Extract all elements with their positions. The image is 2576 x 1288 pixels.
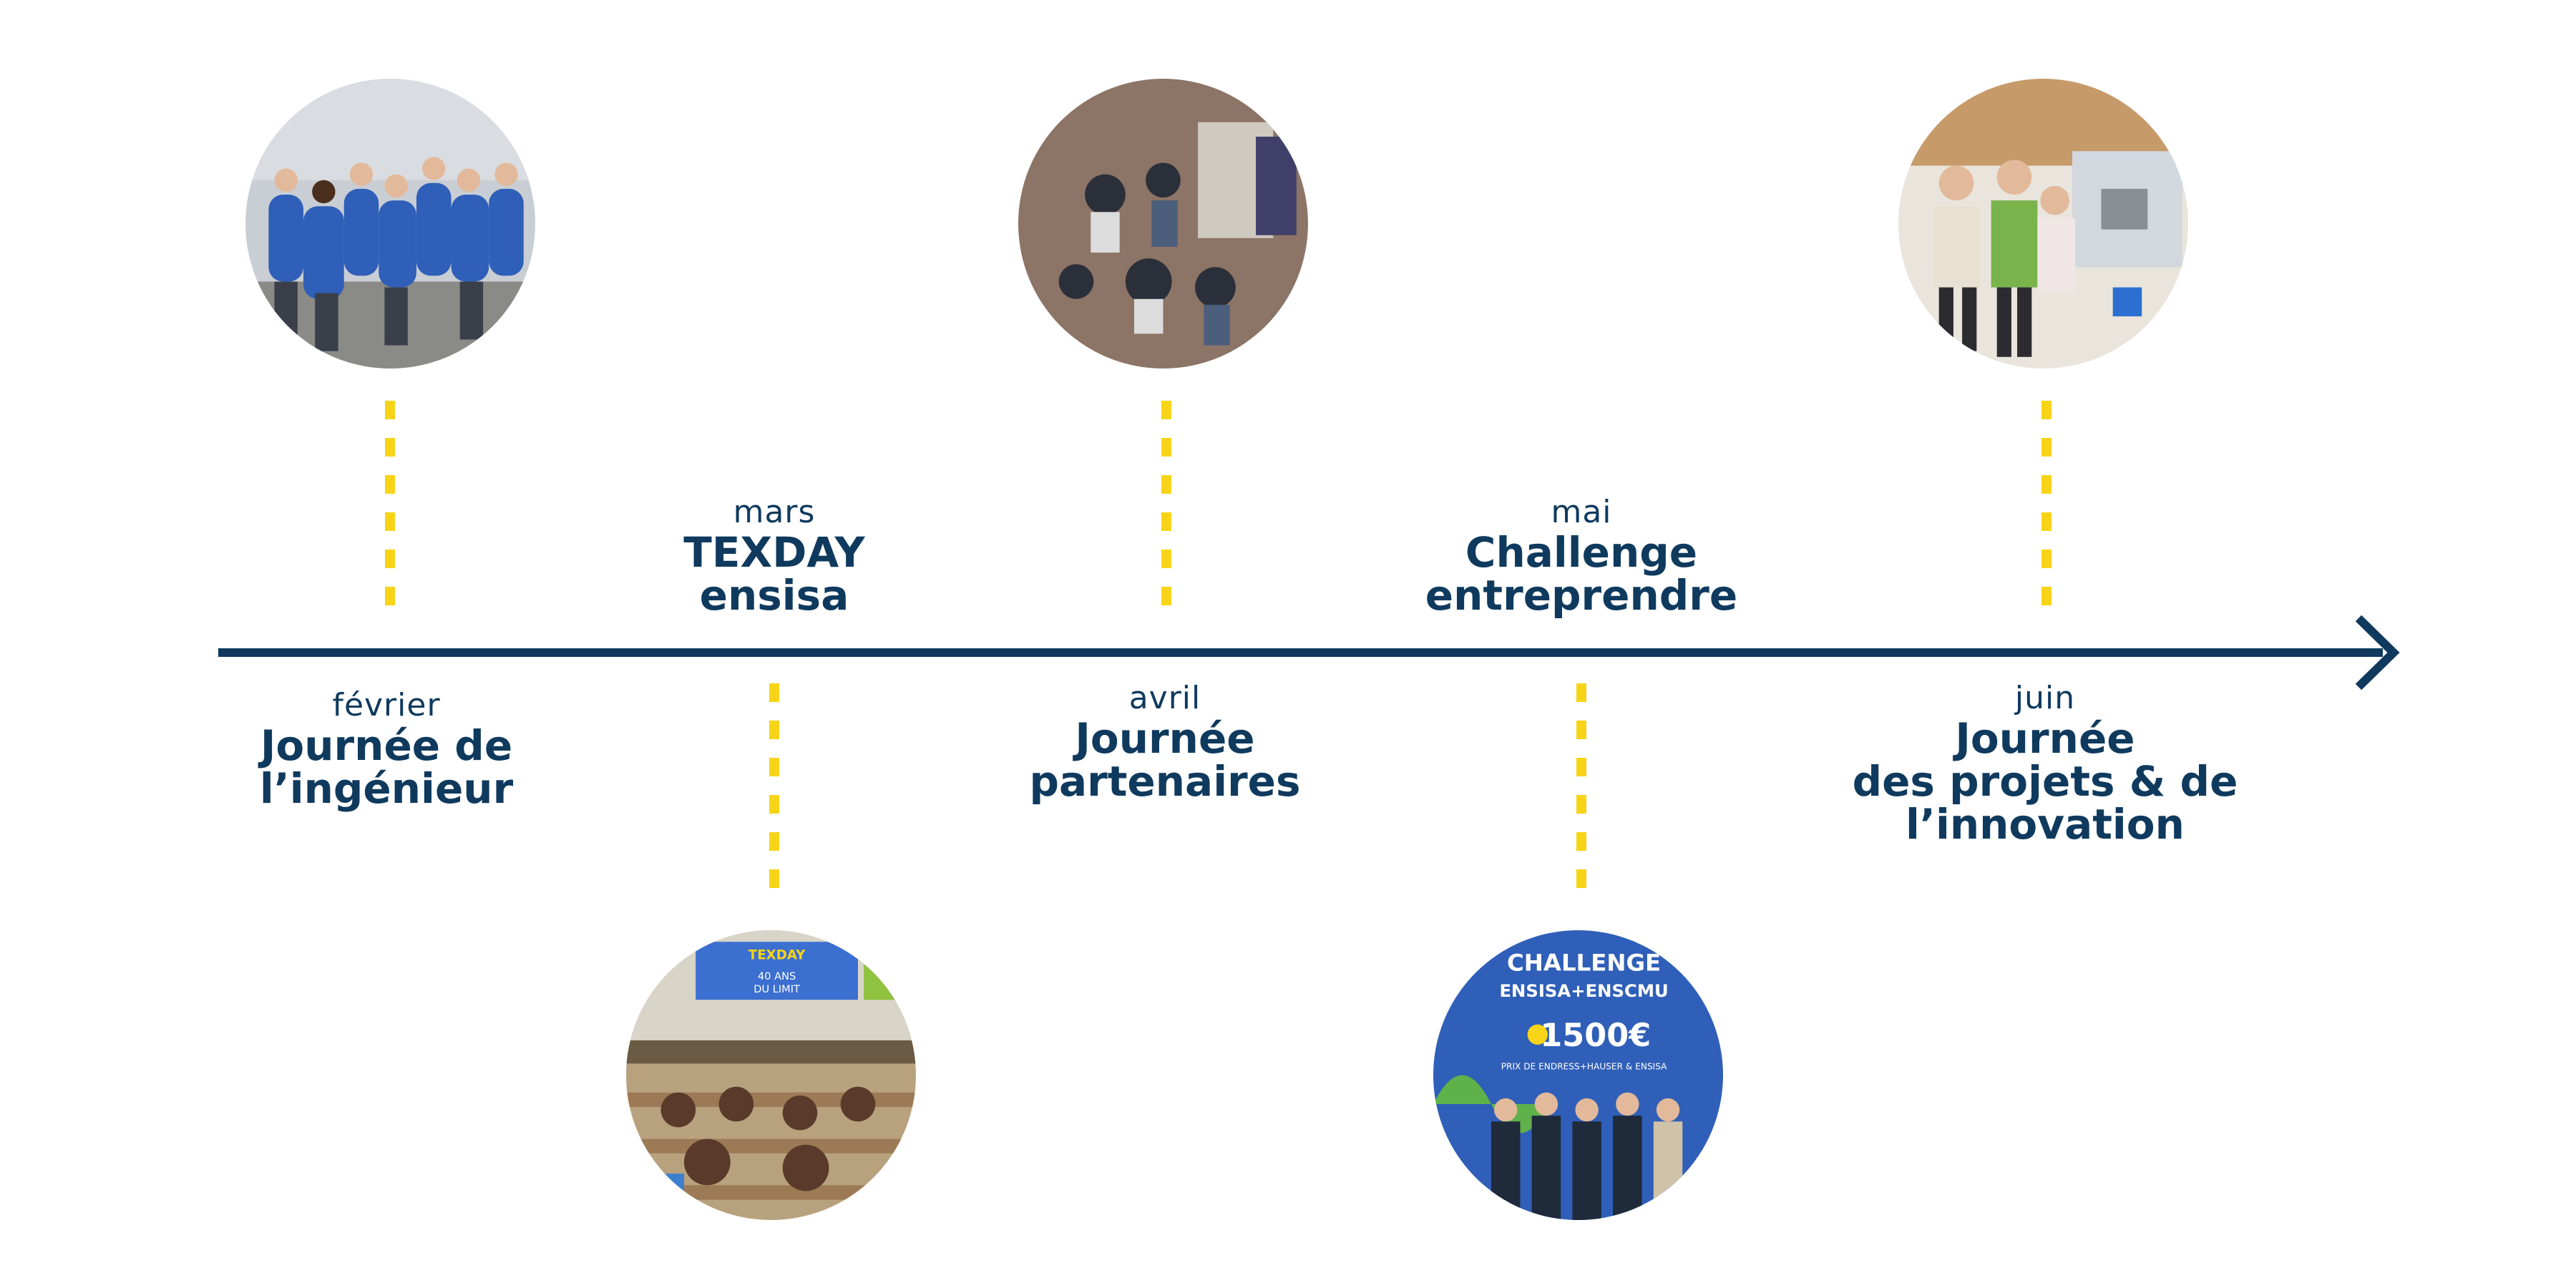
event-label-mai: mai Challenge entreprendre	[1381, 494, 1782, 617]
event-label-juin: juin Journée des projets & de l’innovati…	[1845, 680, 2245, 846]
connector-mars	[769, 683, 779, 905]
svg-text:40 ANS: 40 ANS	[758, 970, 796, 982]
event-title: Journée partenaires	[1029, 714, 1301, 806]
event-month: avril	[1128, 680, 1201, 716]
event-label-mars: mars TEXDAY ensisa	[574, 494, 975, 617]
event-title: TEXDAY ensisa	[683, 528, 865, 620]
event-title: Journée des projets & de l’innovation	[1852, 714, 2238, 849]
event-title: Journée de l’ingénieur	[259, 721, 514, 813]
connector-fevrier	[385, 401, 395, 623]
trophy-icon	[1527, 1024, 1548, 1045]
challenge-award-photo: CHALLENGE ENSISA+ENSCMU 1500€ PRIX DE EN…	[1433, 930, 1723, 1220]
svg-text:DU LIMIT: DU LIMIT	[753, 983, 800, 995]
svg-text:TEXDAY: TEXDAY	[748, 948, 806, 963]
partners-fair-photo	[1018, 79, 1308, 369]
lecture-hall-photo: TEXDAY 40 ANS DU LIMIT	[626, 930, 916, 1220]
event-month: mars	[733, 494, 816, 530]
group-blue-hoodies-photo	[245, 79, 535, 369]
event-label-fevrier: février Journée de l’ingénieur	[186, 687, 587, 810]
svg-text:PRIX DE ENDRESS+HAUSER & ENSIS: PRIX DE ENDRESS+HAUSER & ENSISA	[1501, 1061, 1667, 1071]
event-month: mai	[1551, 494, 1612, 530]
event-month: février	[332, 687, 441, 723]
connector-avril	[1161, 401, 1171, 623]
svg-text:1500€: 1500€	[1540, 1017, 1651, 1054]
connector-mai	[1576, 683, 1586, 905]
svg-text:CHALLENGE: CHALLENGE	[1507, 950, 1661, 977]
timeline-arrow-icon	[2355, 615, 2400, 691]
project-demo-photo	[1898, 79, 2188, 369]
event-month: juin	[2014, 680, 2076, 716]
connector-juin	[2041, 401, 2051, 623]
svg-text:ENSISA+ENSCMU: ENSISA+ENSCMU	[1499, 980, 1668, 1001]
event-title: Challenge entreprendre	[1425, 528, 1738, 620]
event-label-avril: avril Journée partenaires	[965, 680, 1365, 803]
